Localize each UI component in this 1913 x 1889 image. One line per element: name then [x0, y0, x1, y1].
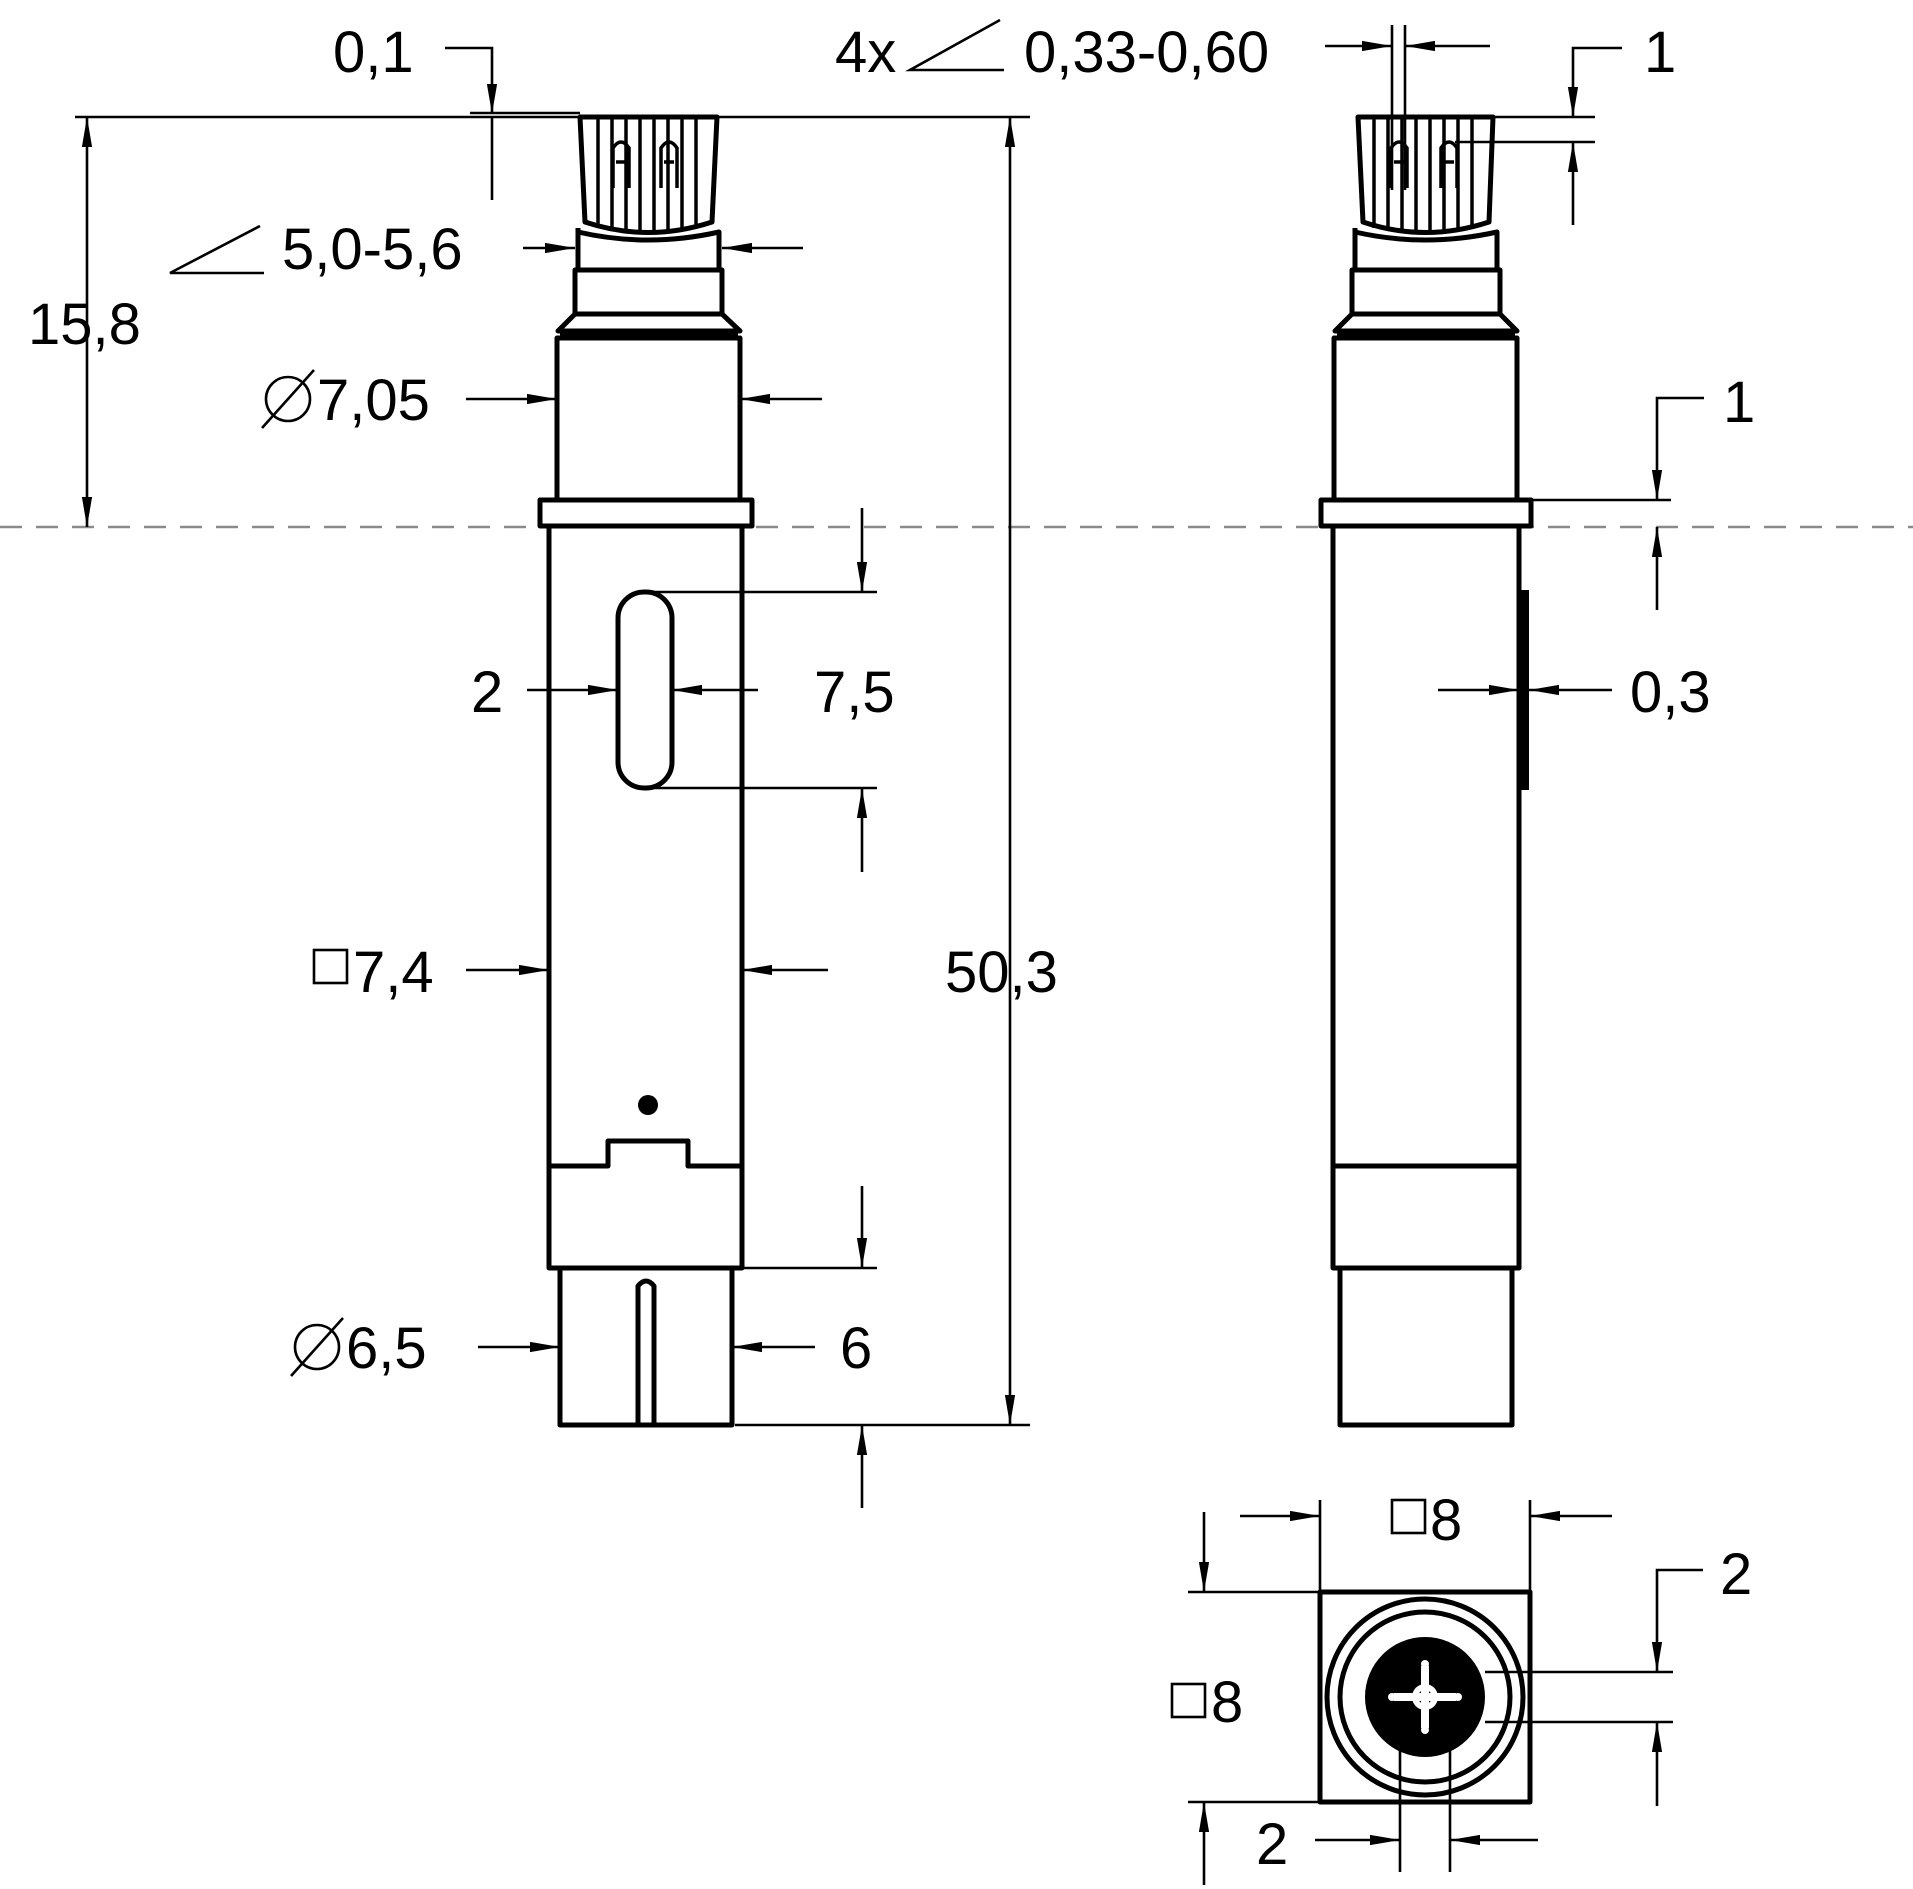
dim-flange-offset: 1 [1723, 370, 1755, 435]
head-neck [575, 228, 722, 273]
dim-total-length: 50,3 [945, 940, 1058, 1005]
side-connector-head [1355, 114, 1496, 235]
side-view [1318, 114, 1534, 1428]
dim-end-offset-v: 2 [1720, 1542, 1752, 1607]
connector-head [577, 114, 720, 235]
dim-side-step: 0,3 [1630, 660, 1711, 725]
dim-pin-offset-top: 1 [1644, 20, 1676, 85]
dim-pin-width: 0,33-0,60 [1024, 20, 1269, 85]
front-dimensions: 15,8 50,3 0,1 5,0-5,6 7,05 7,5 2 7,4 [28, 20, 1058, 1508]
body [546, 523, 745, 1271]
end-view [1317, 1589, 1533, 1805]
dim-slot-width: 2 [471, 660, 503, 725]
key-notch [549, 1138, 742, 1169]
flange [537, 497, 755, 529]
head-pins [596, 118, 698, 232]
marking-dot [638, 1095, 658, 1115]
collar [554, 335, 743, 503]
dim-slot-length: 7,5 [814, 660, 895, 725]
dim-tail-length: 6 [840, 1316, 872, 1381]
dim-end-square-v: 8 [1211, 1670, 1243, 1735]
side-body [1330, 523, 1522, 1271]
dim-tail-diameter: 6,5 [346, 1316, 427, 1381]
tail-slit [635, 1278, 657, 1425]
dim-head-width: 5,0-5,6 [282, 217, 463, 282]
dim-head-length: 15,8 [28, 292, 141, 357]
side-head-pins [1372, 118, 1474, 232]
dim-pin-count: 4x [835, 20, 896, 85]
side-step [1519, 590, 1529, 790]
end-square [1317, 1589, 1533, 1805]
dim-end-offset-h: 2 [1256, 1812, 1288, 1877]
tail [557, 1265, 735, 1428]
dim-gap-top: 0,1 [333, 20, 414, 85]
neck-base [572, 267, 725, 317]
square-symbol [312, 948, 349, 985]
dim-end-square-h: 8 [1430, 1488, 1462, 1553]
side-collar [1331, 335, 1520, 503]
collar-taper [555, 312, 743, 334]
dim-collar-diameter: 7,05 [317, 368, 430, 433]
side-tail [1337, 1265, 1515, 1428]
side-flange [1318, 497, 1534, 529]
slot [615, 589, 675, 791]
dim-body-square: 7,4 [353, 940, 434, 1005]
side-dimensions: 4x 0,33-0,60 1 1 0,3 [835, 18, 1755, 725]
front-view [537, 114, 755, 1428]
end-dimensions: 8 8 2 2 [1170, 1488, 1752, 1885]
